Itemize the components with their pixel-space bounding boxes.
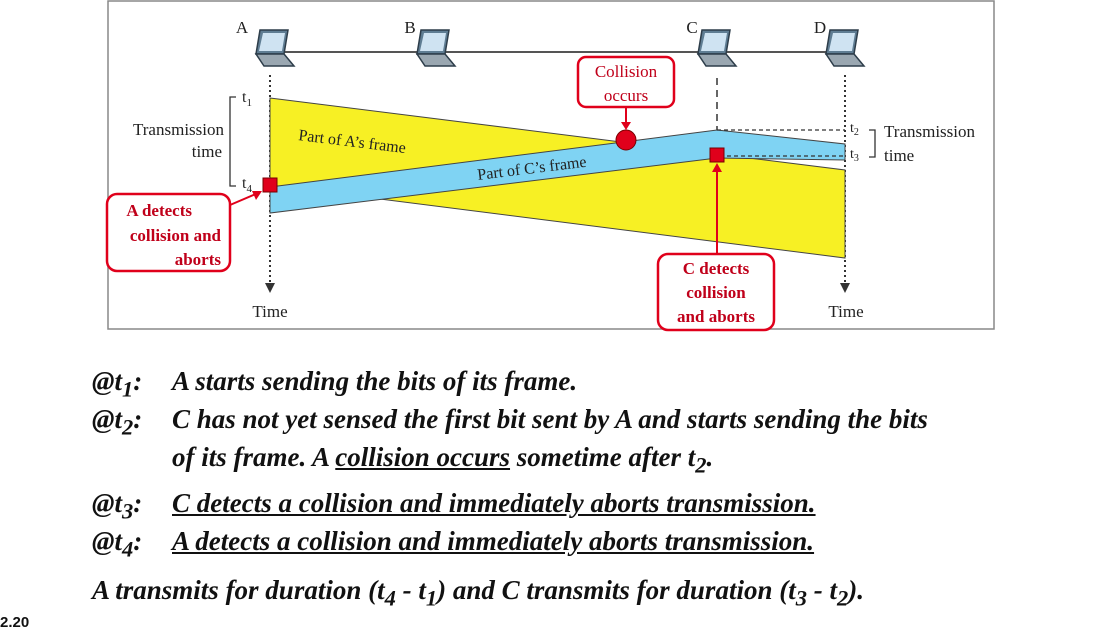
a-detect-line2: collision and (130, 226, 222, 245)
csma-cd-timing-diagram: A B C D Part of A’s frame Part of C’s fr… (105, 0, 995, 332)
right-transmission-label-1: Transmission (884, 122, 976, 141)
event-t1: @t1: A starts sending the bits of its fr… (92, 362, 1092, 401)
station-label-d: D (814, 18, 826, 37)
event-text: C has not yet sensed the first bit sent … (172, 404, 928, 434)
collision-marker (615, 129, 637, 151)
station-label-b: B (404, 18, 415, 37)
t4-label: t4 (242, 175, 252, 195)
event-t2: @t2: C has not yet sensed the first bit … (92, 400, 1092, 439)
collision-callout-box (576, 55, 676, 109)
event-tag: @t4: (92, 526, 143, 562)
time-axis-a-arrow (265, 283, 275, 293)
a-detect-callout-arrow (229, 192, 259, 206)
a-detect-marker (262, 177, 278, 193)
duration-summary: A transmits for duration (t4 - t1) and C… (92, 575, 864, 611)
c-detect-marker (709, 147, 725, 163)
left-transmission-label-1: Transmission (133, 120, 225, 139)
right-transmission-bracket (869, 129, 876, 158)
time-label-right: Time (828, 302, 863, 321)
slide-number: 2.20 (0, 614, 30, 631)
event-tag: @t2: (92, 404, 143, 440)
c-detect-line1: C detects (683, 259, 750, 278)
c-detect-line3: and aborts (677, 307, 755, 326)
c-detect-callout-box (656, 252, 776, 332)
c-detect-line2: collision (686, 283, 746, 302)
laptop-icon (696, 29, 738, 67)
a-detect-callout-arrowhead (252, 191, 262, 200)
station-label-c: C (686, 18, 697, 37)
event-list: @t1: A starts sending the bits of its fr… (92, 362, 1092, 562)
event-t3: @t3: C detects a collision and immediate… (92, 484, 1092, 523)
t3-label: t3 (850, 147, 859, 164)
laptop-icon (824, 29, 866, 67)
a-detect-line1: A detects (126, 201, 192, 220)
a-detect-line3: aborts (175, 250, 222, 269)
left-transmission-bracket (229, 96, 236, 187)
t1-label: t1 (242, 89, 252, 109)
a-detect-callout-box (105, 192, 232, 273)
collision-callout-line2: occurs (604, 86, 648, 105)
t2-label: t2 (850, 121, 859, 138)
event-tag: @t3: (92, 488, 143, 524)
left-transmission-label-2: time (192, 142, 222, 161)
collision-occurs-text: collision occurs (335, 442, 511, 472)
station-label-a: A (236, 18, 249, 37)
collision-callout-line1: Collision (595, 62, 658, 81)
right-transmission-label-2: time (884, 146, 914, 165)
laptop-icon (254, 29, 296, 67)
event-t4: @t4: A detects a collision and immediate… (92, 522, 1092, 561)
event-text: A detects a collision and immediately ab… (172, 526, 815, 557)
collision-callout-arrowhead (621, 122, 631, 130)
event-tag: @t1: (92, 366, 143, 402)
time-label-left: Time (252, 302, 287, 321)
event-t2-continuation: of its frame. A collision occurs sometim… (172, 442, 714, 478)
event-text: A starts sending the bits of its frame. (172, 366, 578, 396)
c-detect-callout-arrowhead (712, 163, 722, 172)
laptop-icon (415, 29, 457, 67)
event-text: C detects a collision and immediately ab… (172, 488, 816, 519)
time-axis-d-arrow (840, 283, 850, 293)
